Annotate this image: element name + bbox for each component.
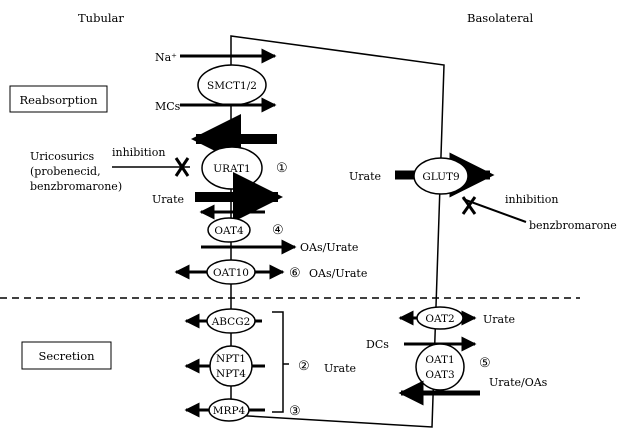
urate-bracket-label: Urate — [324, 362, 356, 375]
oat2-transporter — [416, 306, 464, 330]
abcg2-label: ABCG2 — [211, 316, 251, 328]
oas-urate-oat4-label: OAs/Urate — [300, 241, 358, 254]
secretion-bracket — [272, 311, 284, 413]
urat1-label: URAT1 — [213, 163, 250, 175]
uricosurics-line1: Uricosurics — [30, 150, 94, 163]
glut9-label: GLUT9 — [422, 171, 459, 183]
benzbromarone-inhibition-line — [462, 198, 527, 223]
uricosurics-line2: (probenecid, — [30, 165, 101, 178]
oat10-transporter — [206, 259, 256, 285]
number-6: ⑥ — [289, 266, 301, 281]
abcg2-transporter — [206, 308, 256, 334]
oat3-label: OAT3 — [425, 369, 454, 381]
urate-oat2-label: Urate — [483, 313, 515, 326]
na-label: Na⁺ — [155, 51, 177, 64]
npt4-label: NPT4 — [216, 368, 246, 380]
oat4-label: OAT4 — [214, 225, 244, 237]
tubular-header: Tubular — [78, 11, 124, 25]
inhibition-right-label: inhibition — [505, 193, 558, 206]
glut9-transporter — [413, 157, 469, 195]
urate-glut9-label: Urate — [349, 170, 381, 183]
reabsorption-box: Reabsorption — [9, 85, 108, 113]
number-4: ④ — [272, 223, 284, 238]
oas-urate-oat10-label: OAs/Urate — [309, 267, 367, 280]
mrp4-transporter — [208, 398, 250, 422]
npt1-label: NPT1 — [216, 353, 246, 365]
uricosurics-line3: benzbromarone) — [30, 180, 122, 193]
urate-oas-label: Urate/OAs — [489, 376, 548, 389]
mrp4-label: MRP4 — [213, 405, 246, 417]
svg-text:Reabsorption: Reabsorption — [20, 93, 99, 107]
inhibition-x-mark-left — [174, 157, 190, 177]
oat1-oat3-transporter — [415, 343, 465, 391]
inhibition-left-label: inhibition — [112, 146, 165, 159]
number-5: ⑤ — [479, 356, 491, 371]
number-2: ② — [298, 359, 310, 374]
secretion-box: Secretion — [21, 341, 112, 370]
oat4-transporter — [207, 217, 251, 243]
oat2-label: OAT2 — [425, 313, 454, 325]
npt-transporter — [209, 345, 253, 387]
number-1: ① — [276, 161, 288, 176]
svg-text:Secretion: Secretion — [38, 349, 95, 363]
number-3: ③ — [289, 404, 301, 419]
basolateral-header: Basolateral — [467, 11, 533, 25]
dcs-label: DCs — [366, 338, 389, 351]
oat1-label: OAT1 — [425, 354, 454, 366]
oat10-label: OAT10 — [213, 267, 249, 279]
mcs-label: MCs — [155, 100, 181, 113]
urate-left-label: Urate — [152, 193, 184, 206]
inhibition-x-mark-right — [461, 196, 477, 215]
benzbromarone-label: benzbromarone — [529, 219, 617, 232]
smct-label: SMCT1/2 — [207, 80, 257, 92]
